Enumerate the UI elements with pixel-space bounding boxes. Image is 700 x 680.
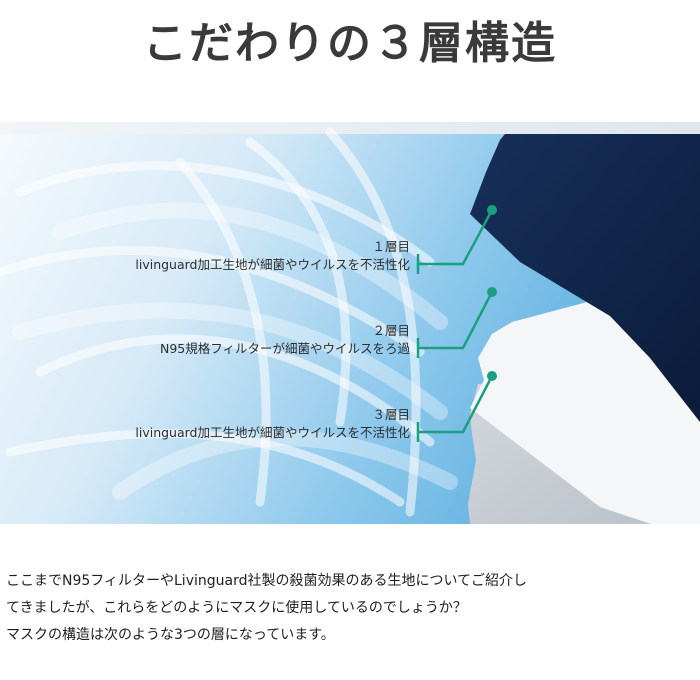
- top-band: [0, 122, 700, 134]
- body-text: ここまでN95フィルターやLivinguard社製の殺菌効果のある生地についてご…: [6, 568, 696, 649]
- body-line-1: ここまでN95フィルターやLivinguard社製の殺菌効果のある生地についてご…: [6, 573, 528, 589]
- layer-2-number: ２層目: [372, 323, 410, 338]
- layers-graphic: [0, 122, 700, 524]
- body-line-3: マスクの構造は次のような3つの層になっています。: [6, 627, 335, 643]
- page-title: こだわりの３層構造: [143, 18, 557, 69]
- fiber-swirls: [0, 127, 435, 517]
- connector-layer-3: [416, 375, 494, 442]
- layer-1-dot: [487, 205, 497, 215]
- layer-2-description: N95規格フィルターが細菌やウイルスをろ過: [159, 341, 410, 356]
- connector-layer-1: [416, 209, 494, 274]
- mask-layers-illustration: １層目 livinguard加工生地が細菌やウイルスを不活性化 ２層目 N95規…: [0, 122, 700, 524]
- layer-3-number: ３層目: [372, 407, 410, 422]
- layer-3-description: livinguard加工生地が細菌やウイルスを不活性化: [135, 425, 410, 440]
- layer-1-number: １層目: [372, 239, 410, 254]
- layer-2-label: ２層目 N95規格フィルターが細菌やウイルスをろ過: [160, 322, 410, 358]
- layer-3-dot: [487, 371, 497, 381]
- connector-layer-2: [416, 291, 494, 358]
- layer-1-description: livinguard加工生地が細菌やウイルスを不活性化: [135, 257, 410, 272]
- layer-3-label: ３層目 livinguard加工生地が細菌やウイルスを不活性化: [135, 406, 410, 442]
- fiber-swirls-soft: [12, 202, 458, 500]
- layer-2-dot: [487, 287, 497, 297]
- layer-1-fabric: [470, 134, 700, 422]
- layer-1-label: １層目 livinguard加工生地が細菌やウイルスを不活性化: [135, 238, 410, 274]
- body-line-2: てきましたが、これらをどのようにマスクに使用しているのでしょうか？: [6, 600, 467, 616]
